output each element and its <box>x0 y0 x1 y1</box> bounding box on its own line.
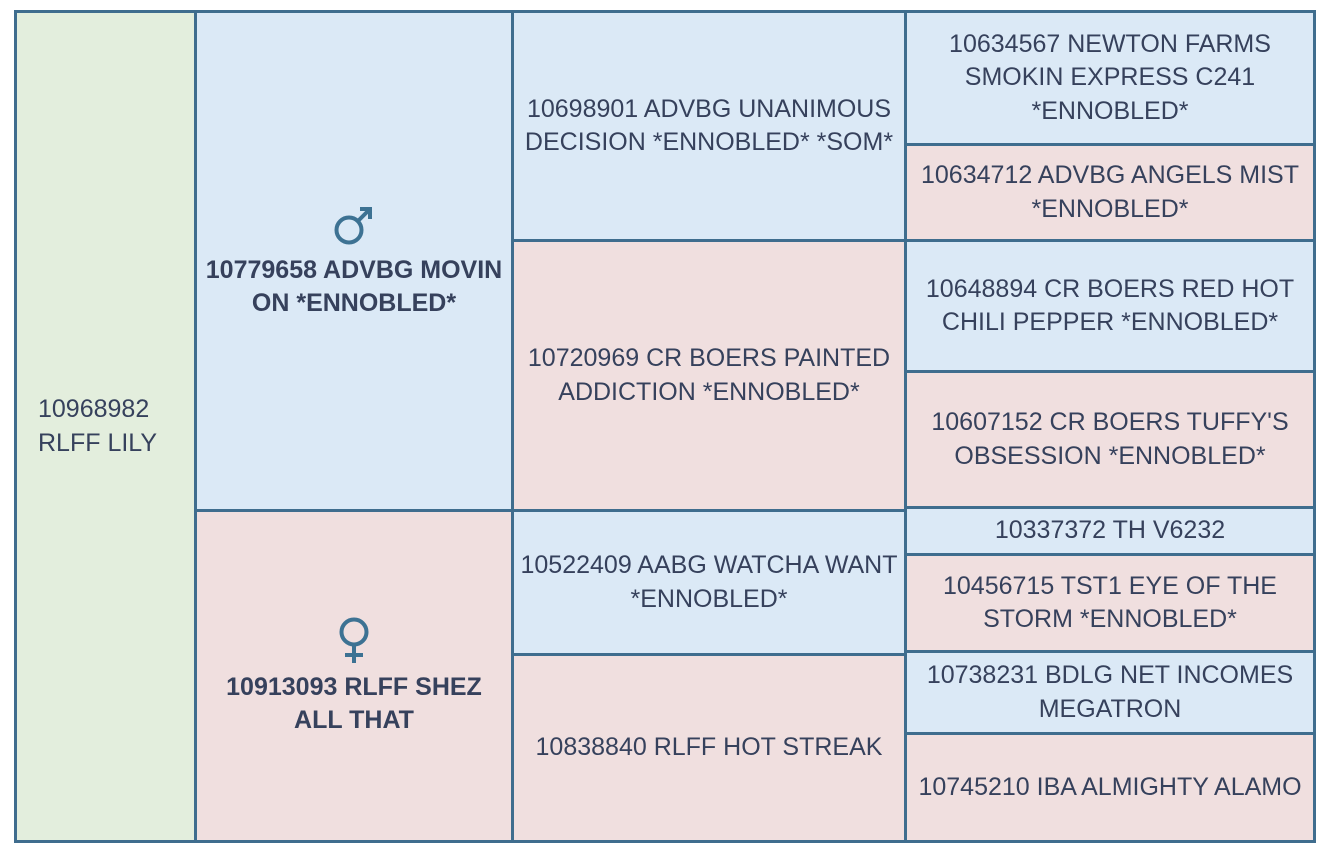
pedigree-column-grandparents: 10698901 ADVBG UNANIMOUS DECISION *ENNOB… <box>514 13 907 840</box>
pedigree-cell-great-grandparent-7[interactable]: 10738231 BDLG NET INCOMES MEGATRON <box>907 653 1313 735</box>
pedigree-cell-great-grandparent-4[interactable]: 10607152 CR BOERS TUFFY'S OBSESSION *ENN… <box>907 373 1313 509</box>
pedigree-cell-great-grandparent-6[interactable]: 10456715 TST1 EYE OF THE STORM *ENNOBLED… <box>907 556 1313 653</box>
female-symbol-icon <box>331 615 377 665</box>
pedigree-cell-great-grandparent-2[interactable]: 10634712 ADVBG ANGELS MIST *ENNOBLED* <box>907 146 1313 242</box>
pedigree-column-subject: 10968982 RLFF LILY <box>17 13 197 840</box>
pedigree-cell-great-grandparent-1[interactable]: 10634567 NEWTON FARMS SMOKIN EXPRESS C24… <box>907 13 1313 146</box>
pedigree-column-parents: 10779658 ADVBG MOVIN ON *ENNOBLED* 10913… <box>197 13 514 840</box>
pedigree-cell-dam[interactable]: 10913093 RLFF SHEZ ALL THAT <box>197 512 511 840</box>
dam-name: 10913093 RLFF SHEZ ALL THAT <box>226 672 482 735</box>
sire-name: 10779658 ADVBG MOVIN ON *ENNOBLED* <box>205 255 503 318</box>
pedigree-chart: 10968982 RLFF LILY 10779658 ADVBG MOVIN … <box>14 10 1316 843</box>
grandparent-3-name: 10522409 AABG WATCHA WANT *ENNOBLED* <box>520 551 898 613</box>
subject-name: 10968982 RLFF LILY <box>38 395 158 457</box>
great-grandparent-3-name: 10648894 CR BOERS RED HOT CHILI PEPPER *… <box>925 274 1295 337</box>
great-grandparent-1-name: 10634567 NEWTON FARMS SMOKIN EXPRESS C24… <box>949 29 1271 125</box>
pedigree-cell-great-grandparent-3[interactable]: 10648894 CR BOERS RED HOT CHILI PEPPER *… <box>907 242 1313 373</box>
pedigree-cell-subject[interactable]: 10968982 RLFF LILY <box>17 13 194 840</box>
male-symbol-icon <box>331 202 377 248</box>
pedigree-cell-grandparent-3[interactable]: 10522409 AABG WATCHA WANT *ENNOBLED* <box>514 512 904 656</box>
pedigree-column-great-grandparents: 10634567 NEWTON FARMS SMOKIN EXPRESS C24… <box>907 13 1313 840</box>
pedigree-cell-grandparent-1[interactable]: 10698901 ADVBG UNANIMOUS DECISION *ENNOB… <box>514 13 904 242</box>
great-grandparent-8-name: 10745210 IBA ALMIGHTY ALAMO <box>918 772 1302 801</box>
grandparent-4-name: 10838840 RLFF HOT STREAK <box>535 733 883 762</box>
grandparent-1-name: 10698901 ADVBG UNANIMOUS DECISION *ENNOB… <box>524 94 894 157</box>
great-grandparent-4-name: 10607152 CR BOERS TUFFY'S OBSESSION *ENN… <box>931 408 1289 470</box>
great-grandparent-6-name: 10456715 TST1 EYE OF THE STORM *ENNOBLED… <box>943 571 1277 634</box>
great-grandparent-5-name: 10337372 TH V6232 <box>994 516 1226 545</box>
pedigree-cell-sire[interactable]: 10779658 ADVBG MOVIN ON *ENNOBLED* <box>197 13 511 512</box>
great-grandparent-7-name: 10738231 BDLG NET INCOMES MEGATRON <box>926 661 1294 723</box>
great-grandparent-2-name: 10634712 ADVBG ANGELS MIST *ENNOBLED* <box>921 161 1299 223</box>
pedigree-cell-great-grandparent-8[interactable]: 10745210 IBA ALMIGHTY ALAMO <box>907 735 1313 840</box>
pedigree-cell-grandparent-4[interactable]: 10838840 RLFF HOT STREAK <box>514 656 904 840</box>
grandparent-2-name: 10720969 CR BOERS PAINTED ADDICTION *ENN… <box>527 344 891 406</box>
pedigree-cell-grandparent-2[interactable]: 10720969 CR BOERS PAINTED ADDICTION *ENN… <box>514 242 904 512</box>
pedigree-cell-great-grandparent-5[interactable]: 10337372 TH V6232 <box>907 509 1313 556</box>
